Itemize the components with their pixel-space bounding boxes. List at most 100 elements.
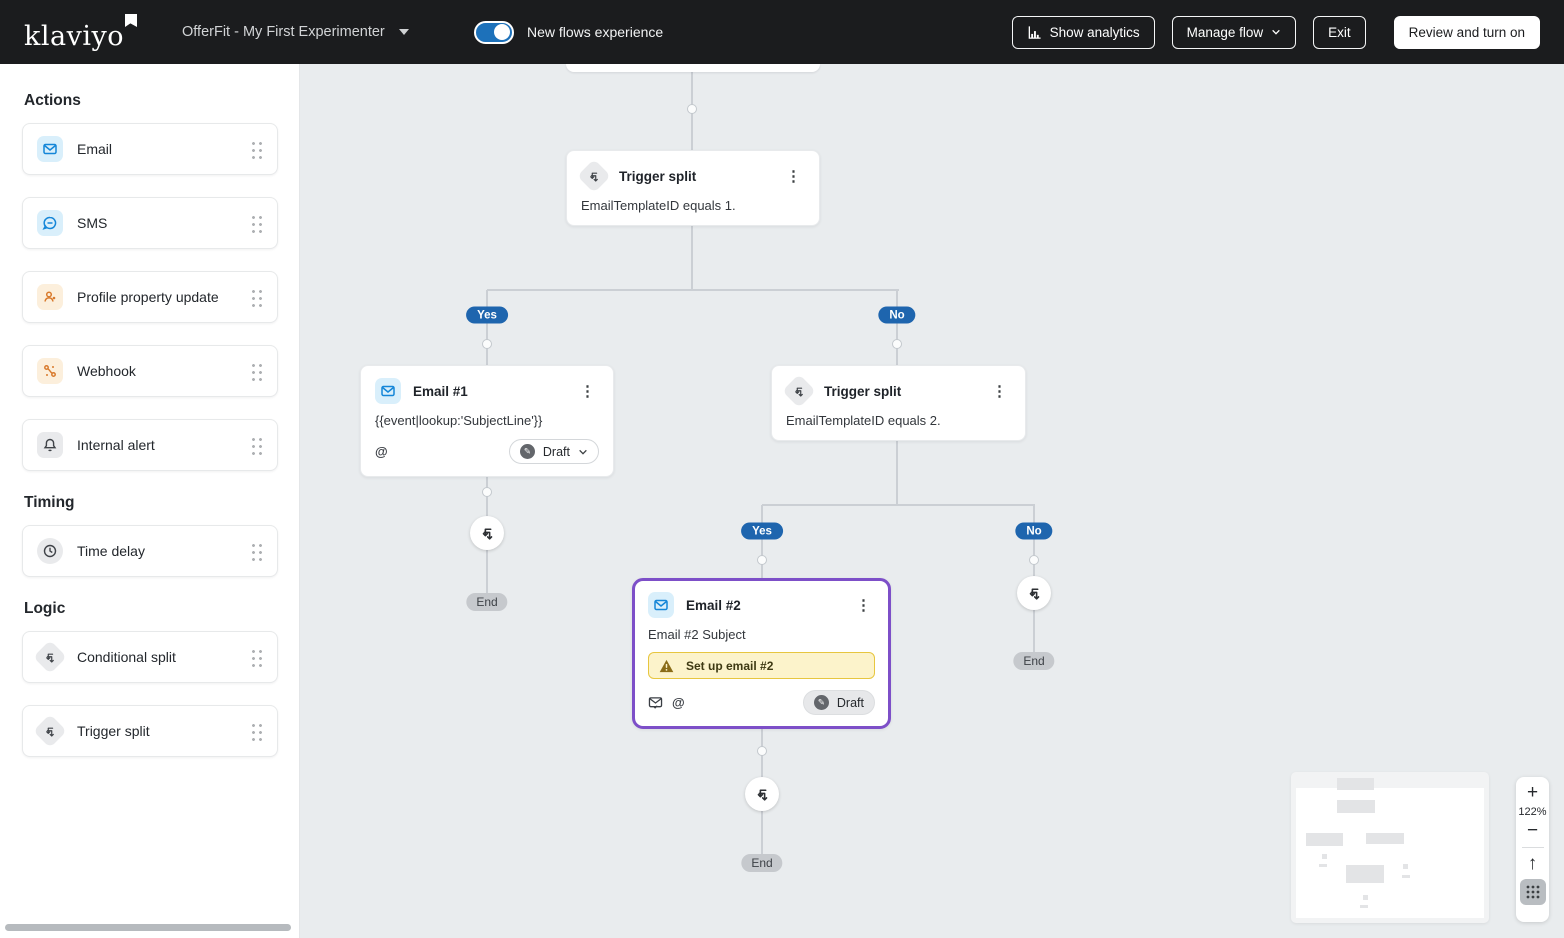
trigger-split-connector[interactable] [470, 516, 504, 550]
kebab-menu-icon[interactable]: ⋮ [580, 382, 595, 400]
trigger-split-connector[interactable] [745, 777, 779, 811]
drag-handle-icon[interactable] [249, 647, 263, 667]
trigger-split-icon [782, 374, 816, 408]
drag-handle-icon[interactable] [249, 213, 263, 233]
node-title: Email #2 [686, 597, 741, 613]
trigger-node-partial[interactable] [566, 64, 820, 72]
minimap-viewport [1296, 788, 1484, 918]
edge-connector-dot[interactable] [1029, 555, 1039, 565]
sidebar-item-label: Email [77, 141, 113, 157]
klaviyo-logo: klaviyo [24, 14, 137, 52]
status-label: Draft [836, 695, 864, 710]
sidebar-item-internal-alert[interactable]: Internal alert [22, 419, 278, 471]
manage-flow-label: Manage flow [1186, 24, 1264, 40]
edge [487, 289, 899, 291]
sidebar-item-label: Conditional split [77, 649, 176, 665]
drag-handle-icon[interactable] [249, 361, 263, 381]
drag-handle-icon[interactable] [249, 435, 263, 455]
logic-section-heading: Logic [24, 600, 66, 617]
zoom-level: 122% [1518, 806, 1547, 818]
minimap-node-block [1337, 800, 1375, 813]
end-label: End [741, 854, 783, 872]
drag-handle-icon[interactable] [249, 139, 263, 159]
status-label: Draft [542, 444, 570, 459]
zoom-in-button[interactable]: + [1520, 781, 1546, 805]
review-and-turn-on-button[interactable]: Review and turn on [1393, 15, 1540, 49]
status-pill[interactable]: ✎ Draft [802, 690, 875, 715]
edge-connector-dot[interactable] [757, 555, 767, 565]
sidebar-item-sms[interactable]: SMS [22, 197, 278, 249]
edge [896, 290, 898, 365]
show-analytics-button[interactable]: Show analytics [1011, 15, 1155, 49]
header-actions: Show analytics Manage flow Exit Review a… [1011, 0, 1540, 64]
minimap-node-block [1360, 905, 1368, 908]
manage-flow-button[interactable]: Manage flow [1171, 15, 1297, 49]
drag-handle-icon[interactable] [249, 287, 263, 307]
divider [1521, 847, 1544, 848]
node-email-1[interactable]: Email #1 ⋮ {{event|lookup:'SubjectLine'}… [360, 365, 614, 477]
minimap-node-block [1337, 778, 1374, 790]
email-icon [648, 592, 674, 618]
toggle-label: New flows experience [527, 24, 664, 40]
sidebar-item-label: Time delay [77, 543, 145, 559]
sidebar-item-label: Internal alert [77, 437, 155, 453]
kebab-menu-icon[interactable]: ⋮ [856, 596, 871, 614]
exit-button[interactable]: Exit [1313, 15, 1366, 49]
node-description: EmailTemplateID equals 2. [786, 413, 941, 428]
grid-view-button[interactable] [1519, 879, 1546, 905]
node-trigger-split-2[interactable]: Trigger split ⋮ EmailTemplateID equals 2… [771, 365, 1026, 441]
edge [486, 290, 488, 365]
warning-icon [659, 659, 674, 672]
sms-icon [37, 210, 63, 236]
actions-sidebar: Actions Email SMS Profile property updat… [0, 64, 300, 938]
sidebar-item-label: SMS [77, 215, 108, 231]
scroll-to-top-button[interactable]: ↑ [1520, 852, 1546, 876]
sidebar-item-time-delay[interactable]: Time delay [22, 525, 278, 577]
toggle-knob [494, 24, 510, 40]
email-icon [375, 378, 401, 404]
klaviyo-flag-icon [125, 14, 137, 27]
edge-connector-dot[interactable] [482, 339, 492, 349]
node-description: EmailTemplateID equals 1. [581, 198, 736, 213]
timing-section-heading: Timing [24, 494, 75, 511]
minimap-node-block [1366, 833, 1404, 844]
pencil-icon: ✎ [813, 695, 829, 710]
status-dropdown[interactable]: ✎ Draft [508, 439, 599, 464]
pencil-icon: ✎ [519, 444, 535, 459]
sidebar-horizontal-scrollbar[interactable] [5, 924, 291, 931]
kebab-menu-icon[interactable]: ⋮ [992, 382, 1007, 400]
node-trigger-split-1[interactable]: Trigger split ⋮ EmailTemplateID equals 1… [566, 150, 820, 226]
minimap-node-block [1322, 854, 1327, 859]
node-email-2[interactable]: Email #2 ⋮ Email #2 Subject Set up email… [632, 578, 891, 729]
sidebar-item-profile-property-update[interactable]: Profile property update [22, 271, 278, 323]
edge-connector-dot[interactable] [757, 746, 767, 756]
trigger-split-connector[interactable] [1017, 576, 1051, 610]
setup-warning-banner[interactable]: Set up email #2 [648, 652, 875, 679]
drag-handle-icon[interactable] [249, 721, 263, 741]
edge-connector-dot[interactable] [687, 104, 697, 114]
utm-at-icon: @ [375, 444, 388, 459]
zoom-out-button[interactable]: − [1520, 819, 1546, 843]
new-flows-toggle[interactable] [474, 20, 514, 44]
sidebar-item-webhook[interactable]: Webhook [22, 345, 278, 397]
node-title: Email #1 [413, 383, 468, 399]
sidebar-item-trigger-split[interactable]: Trigger split [22, 705, 278, 757]
branch-label-no: No [878, 306, 916, 324]
edge-connector-dot[interactable] [892, 339, 902, 349]
flow-name-dropdown[interactable]: OfferFit - My First Experimenter [182, 0, 409, 64]
minimap-node-block [1363, 895, 1368, 900]
webhook-icon [37, 358, 63, 384]
bar-chart-icon [1028, 25, 1041, 39]
edge-connector-dot[interactable] [482, 487, 492, 497]
sidebar-item-label: Profile property update [77, 289, 219, 305]
actions-section-heading: Actions [24, 92, 81, 109]
edge [896, 432, 898, 506]
top-bar: klaviyo OfferFit - My First Experimenter… [0, 0, 1564, 64]
email-subject: {{event|lookup:'SubjectLine'}} [375, 413, 543, 428]
drag-handle-icon[interactable] [249, 541, 263, 561]
sidebar-item-conditional-split[interactable]: Conditional split [22, 631, 278, 683]
kebab-menu-icon[interactable]: ⋮ [786, 167, 801, 185]
email-subject: Email #2 Subject [648, 627, 746, 642]
sidebar-item-email[interactable]: Email [22, 123, 278, 175]
flow-minimap[interactable] [1291, 772, 1489, 923]
